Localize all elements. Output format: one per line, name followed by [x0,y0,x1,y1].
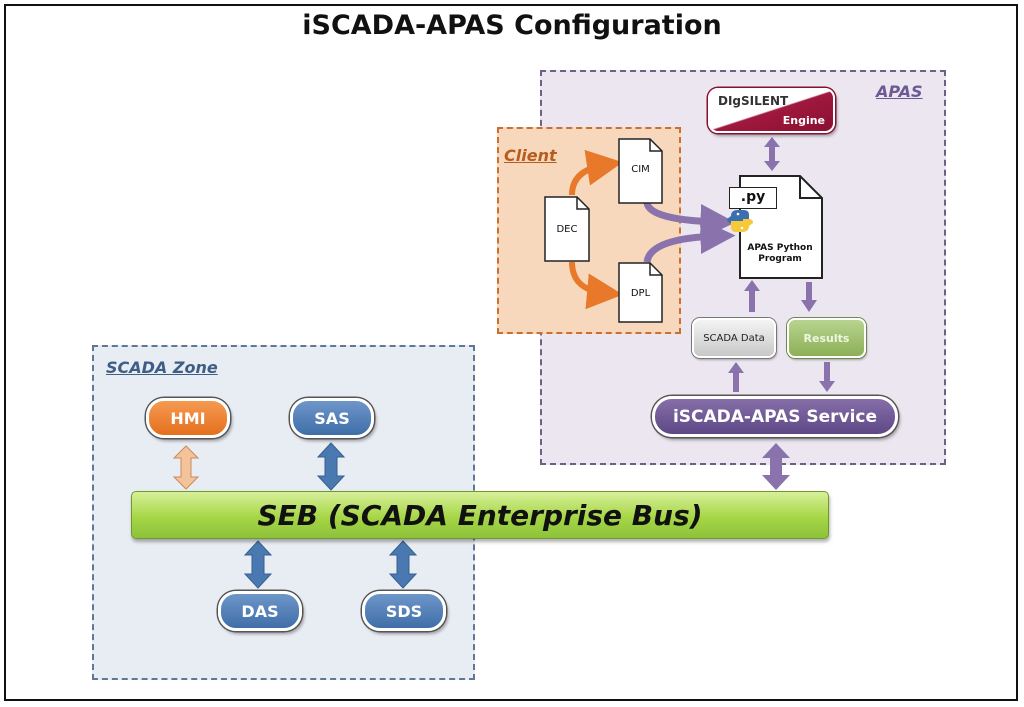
service-seb-link [762,443,790,490]
sas-seb-link [316,442,346,491]
sas-node: SAS [290,398,374,438]
digsilent-title: DIgSILENT [718,94,789,108]
digsilent-engine: DIgSILENT Engine [708,88,835,133]
digsilent-program-link [764,137,780,171]
hmi-seb-link [172,445,200,490]
scada-data-to-program-arrow [744,280,760,312]
cim-document [618,138,663,204]
results-to-service-arrow [819,362,835,392]
iscada-apas-service-node: iSCADA-APAS Service [652,396,898,437]
service-to-scada-data-arrow [728,362,744,392]
diagram-title: iSCADA-APAS Configuration [302,10,722,41]
dpl-document [618,262,663,323]
dec-document [544,196,590,262]
cim-label: CIM [631,164,650,175]
seb-bus: SEB (SCADA Enterprise Bus) [131,491,829,539]
seb-das-link [243,540,273,589]
das-node: DAS [218,591,302,631]
seb-sds-link [388,540,418,589]
program-to-results-arrow [801,282,817,312]
dec-to-dpl-arrow [569,261,623,310]
scada-zone-label: SCADA Zone [106,358,218,377]
py-file-tag: .py [729,187,777,209]
cim-to-program-arrow [643,201,736,239]
scada-data-box: SCADA Data [692,318,776,358]
dec-label: DEC [556,224,578,235]
hmi-node: HMI [146,398,230,438]
digsilent-engine-label: Engine [782,114,825,127]
apas-program-label: APAS Python Program [740,243,820,265]
apas-zone-label: APAS [876,82,923,101]
client-zone-label: Client [504,146,557,165]
results-box: Results [787,318,866,358]
sds-node: SDS [362,591,446,631]
apas-program-label-line1: APAS Python [747,243,813,253]
dec-to-cim-arrow [569,149,623,196]
apas-program-label-line2: Program [758,254,802,264]
dpl-label: DPL [630,288,651,299]
dpl-to-program-arrow [643,219,736,263]
python-logo-icon [727,210,753,232]
